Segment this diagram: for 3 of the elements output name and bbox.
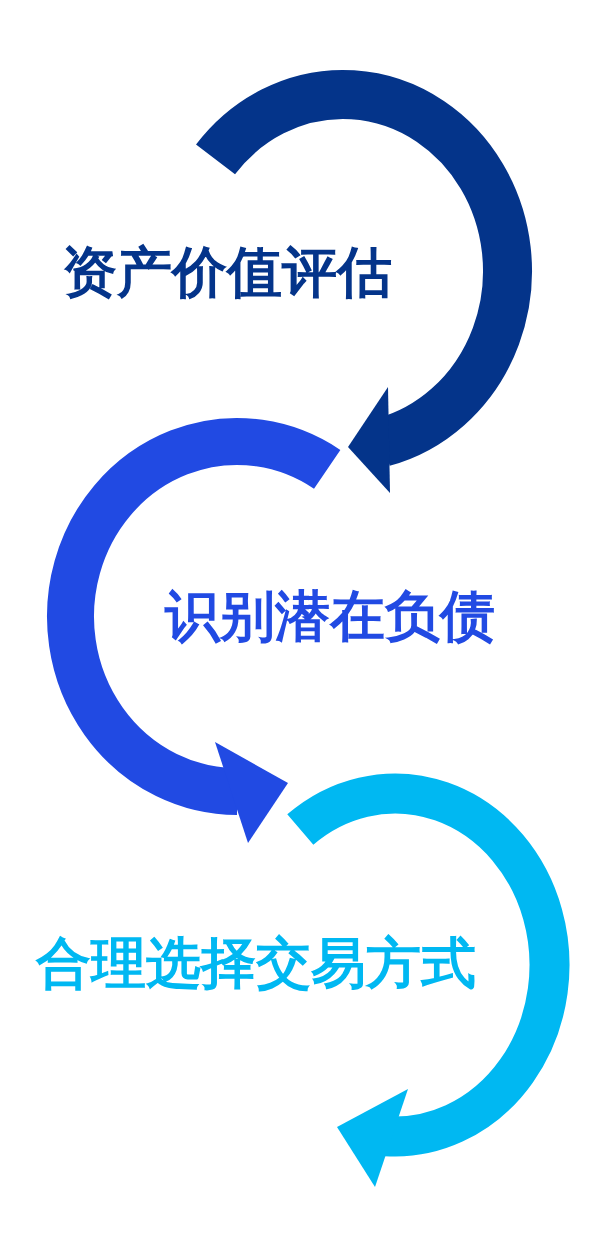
step-label: 识别潜在负债	[165, 583, 495, 649]
step-label: 合理选择交易方式	[36, 930, 476, 996]
step-label: 资产价值评估	[62, 239, 392, 305]
